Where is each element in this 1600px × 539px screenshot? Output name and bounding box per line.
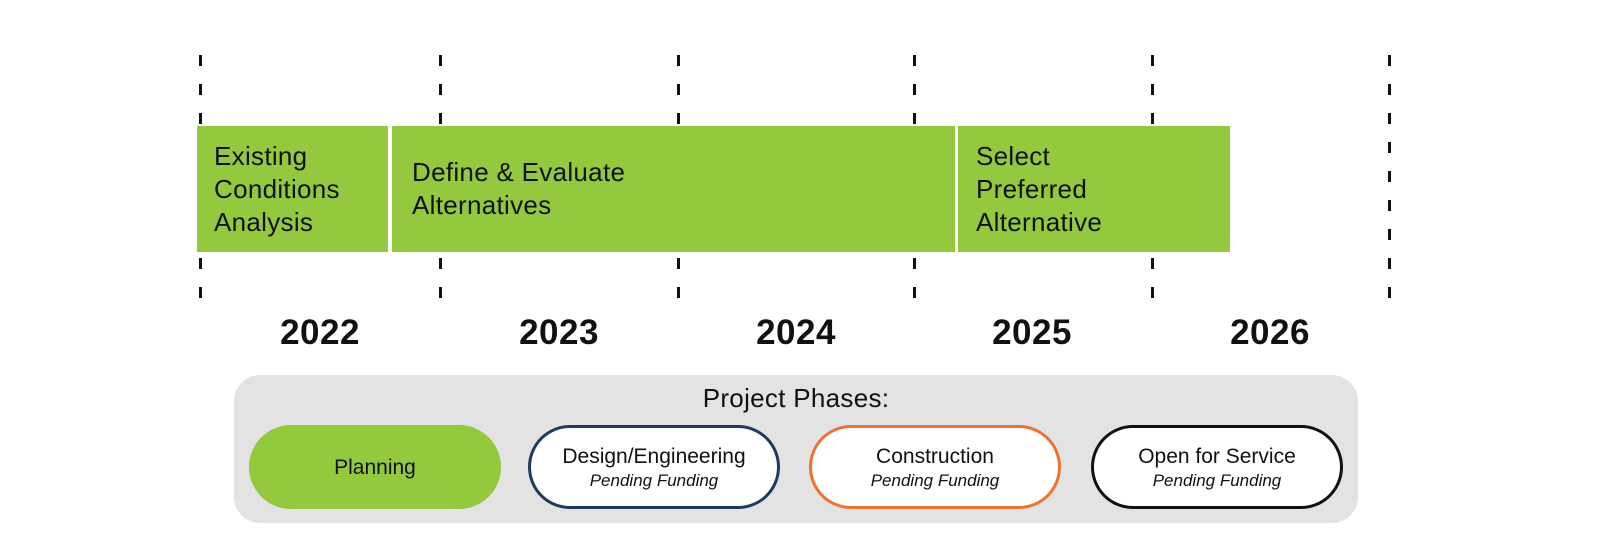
legend-item-label: Design/Engineering [562,444,746,468]
legend-item-label: Planning [334,455,416,479]
phase-label: Select Preferred Alternative [976,140,1102,239]
phase-label: Define & Evaluate Alternatives [412,156,625,222]
year-label: 2026 [1230,313,1310,352]
legend-item-label: Open for Service [1138,444,1296,468]
phase-label-line: Conditions [214,173,340,204]
phase-label-line: Define & Evaluate [412,157,626,187]
legend-item-sublabel: Pending Funding [870,470,1000,490]
phase-label-line: Alternative [976,206,1103,237]
phase-bar-select-preferred: Select Preferred Alternative [958,126,1230,252]
year-label: 2023 [519,313,599,352]
phase-label-line: Select [976,140,1051,171]
phase-bar-existing-conditions: Existing Conditions Analysis [197,126,388,252]
legend-item-label: Construction [876,444,994,468]
year-divider [1388,55,1391,300]
phase-label-line: Analysis [214,206,314,237]
year-label: 2025 [992,313,1072,352]
legend-item-planning: Planning [249,425,501,509]
project-phases-legend: Project Phases: Planning Design/Engineer… [234,375,1358,523]
legend-item-design-engineering: Design/Engineering Pending Funding [528,425,780,509]
phase-label-line: Alternatives [412,190,552,220]
phase-label: Existing Conditions Analysis [214,140,340,239]
legend-item-open-for-service: Open for Service Pending Funding [1091,425,1343,509]
legend-item-sublabel: Pending Funding [1152,470,1282,490]
year-label: 2024 [756,313,836,352]
year-label: 2022 [280,313,360,352]
phase-label-line: Preferred [976,173,1088,204]
legend-item-sublabel: Pending Funding [589,470,719,490]
phase-label-line: Existing [214,140,308,171]
legend-title: Project Phases: [702,383,890,413]
legend-item-construction: Construction Pending Funding [809,425,1061,509]
phase-bar-define-evaluate: Define & Evaluate Alternatives [392,126,955,252]
